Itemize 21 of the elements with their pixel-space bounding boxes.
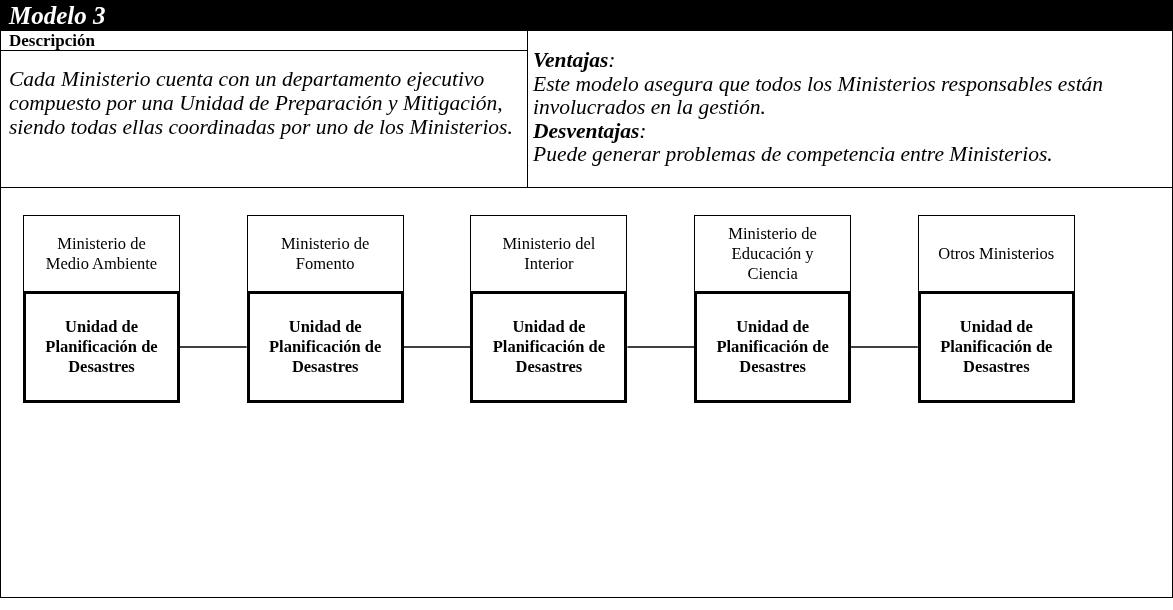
ministry-box: Ministerio del Interior bbox=[470, 215, 628, 293]
connector-line bbox=[179, 346, 248, 348]
ministry-box: Ministerio de Fomento bbox=[246, 215, 404, 293]
unit-box: Unidad de Planificación de Desastres bbox=[917, 291, 1075, 403]
heading-text: Desventajas: bbox=[533, 119, 648, 143]
unit-box: Unidad de Planificación de Desastres bbox=[246, 291, 404, 403]
connector-line bbox=[626, 346, 695, 348]
cons-text: Puede generar problemas de competencia entre Ministerios. bbox=[533, 143, 1054, 167]
connector-line bbox=[403, 346, 472, 348]
ministry-box: Ministerio de Educación y Ciencia bbox=[694, 215, 852, 293]
pros-text: Este modelo asegura que todos los Ministerios responsables están involucrados en la gestión. bbox=[533, 72, 1105, 120]
ministry-box: Otros Ministerios bbox=[917, 215, 1075, 293]
description-text: Cada Ministerio cuenta con un departamento ejecutivo compuesto por una Unidad de Preparación y Mitigación, siendo todas ellas coordinadas por uno de los Ministerios. bbox=[9, 67, 514, 139]
connector-line bbox=[850, 346, 919, 348]
unit-box: Unidad de Planificación de Desastres bbox=[23, 291, 180, 403]
title: Modelo 3 bbox=[9, 2, 106, 30]
unit-box: Unidad de Planificación de Desastres bbox=[470, 291, 628, 403]
unit-box: Unidad de Planificación de Desastres bbox=[694, 291, 852, 403]
header-text: Descripción bbox=[9, 31, 95, 51]
heading-text: Ventajas: bbox=[533, 49, 617, 73]
ministry-box: Ministerio de Medio Ambiente bbox=[23, 215, 180, 293]
